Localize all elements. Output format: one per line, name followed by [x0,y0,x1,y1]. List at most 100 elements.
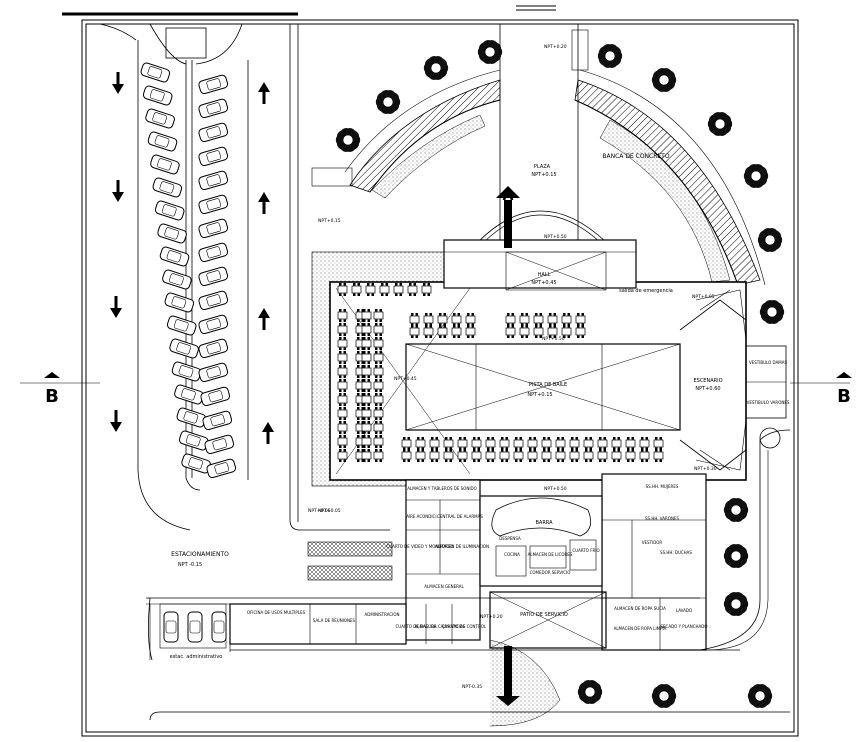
table-set [409,325,420,338]
plaza-arc-walls [311,24,766,286]
table-set [373,323,384,336]
arrow-up-icon [258,192,270,214]
table-set [443,437,454,450]
table-set [485,437,496,450]
arrow-down-icon [110,296,122,318]
table-set [401,437,412,450]
table-set [611,437,622,450]
site-boundary [62,5,799,737]
tree-icon [477,40,503,64]
table-set [547,313,558,326]
car-right [206,458,237,479]
table-set [471,437,482,450]
car-left [164,292,195,313]
level-label: NPT+0.05 [308,508,331,514]
room-label: SS.HH. MUJERES [646,484,679,489]
table-set [337,323,348,336]
section-cut-top: A [503,188,514,204]
level-label: NPT+0.50 [542,336,565,342]
table-set [465,325,476,338]
table-set [505,325,516,338]
bar-label: BARRA [535,520,553,526]
room-label: COCINA [504,552,520,557]
table-set [625,437,636,450]
room-label: SECADO Y PLANCHADO [660,624,707,629]
table-set [569,437,580,450]
car-left [157,223,187,244]
seating-tables [337,283,664,462]
room-label: ALMACEN DE ROPA SUCIA [614,606,666,611]
table-set [653,449,664,462]
room-label: SS.HH. DUCHAS [660,550,692,555]
car-right [204,434,235,455]
table-set [541,449,552,462]
table-set [361,435,372,448]
table-set [337,421,348,434]
car-left [140,62,171,83]
table-set [401,449,412,462]
table-set [337,449,348,462]
table-set [499,437,510,450]
tree-icon [723,498,749,522]
table-set [561,313,572,326]
room-label: COMEDOR SERVICIO [530,570,571,575]
car-right [198,338,229,359]
car-right [198,242,229,263]
room-label: CUARTO DE VIDEO Y MONITOREO [386,544,453,549]
level-label: NPT+0.50 [544,486,567,492]
room-label: CENTRAL DE ALARMAS [437,514,483,519]
room-label: SALA DE REUNIONES [313,618,356,623]
car-right [198,146,229,167]
tree-icon [375,90,401,114]
stage-label: ESCENARIO [693,378,722,384]
table-set [583,437,594,450]
table-set [415,449,426,462]
section-marker-left: B [45,386,59,407]
dance-floor-label: PISTA DE BAILE [529,382,567,388]
room-label: VESTIBULO VARONES [747,400,790,405]
table-set [465,313,476,326]
section-marker-right: B [837,386,851,407]
table-set [541,437,552,450]
room-label: ALMACEN GENERAL [424,584,464,589]
table-set [361,379,372,392]
car-admin [163,611,179,643]
table-set [393,283,404,296]
table-set [361,309,372,322]
table-set [337,407,348,420]
parking-lot [99,23,390,531]
traffic-arrows [110,72,274,444]
table-set [451,313,462,326]
room-label: LAVADO [676,608,692,613]
car-left [176,407,207,428]
table-set [451,325,462,338]
room-label: AIRE ACONDICI. [406,514,438,519]
table-set [527,437,538,450]
car-right [198,362,229,383]
car-right [198,314,229,335]
level-label: NPT+0.15 [318,218,341,224]
room-label: CUARTO DE BASURA [396,624,437,629]
car-right [198,74,229,95]
table-set [361,407,372,420]
table-set [519,313,530,326]
table-set [527,449,538,462]
table-set [555,449,566,462]
level-label: NPT+0.05 [692,294,715,300]
car-left [150,154,180,175]
table-set [533,325,544,338]
table-set [471,449,482,462]
room-label: CUARTO DE CONTROL [442,624,487,629]
emergency-exit: salida de emergencia [619,288,673,294]
table-set [337,337,348,350]
plaza-label: PLAZA [534,164,551,170]
plan-labels: ESTACIONAMIENTO NPT -0.15 estac. adminis… [170,153,723,660]
dance-floor-level: NPT+0.15 [527,392,552,398]
car-left [145,108,175,129]
level-label: NPT+0.30 [694,466,717,472]
table-set [361,323,372,336]
table-set [423,313,434,326]
parked-cars [140,62,237,643]
room-label: DESPENSA [499,536,521,541]
